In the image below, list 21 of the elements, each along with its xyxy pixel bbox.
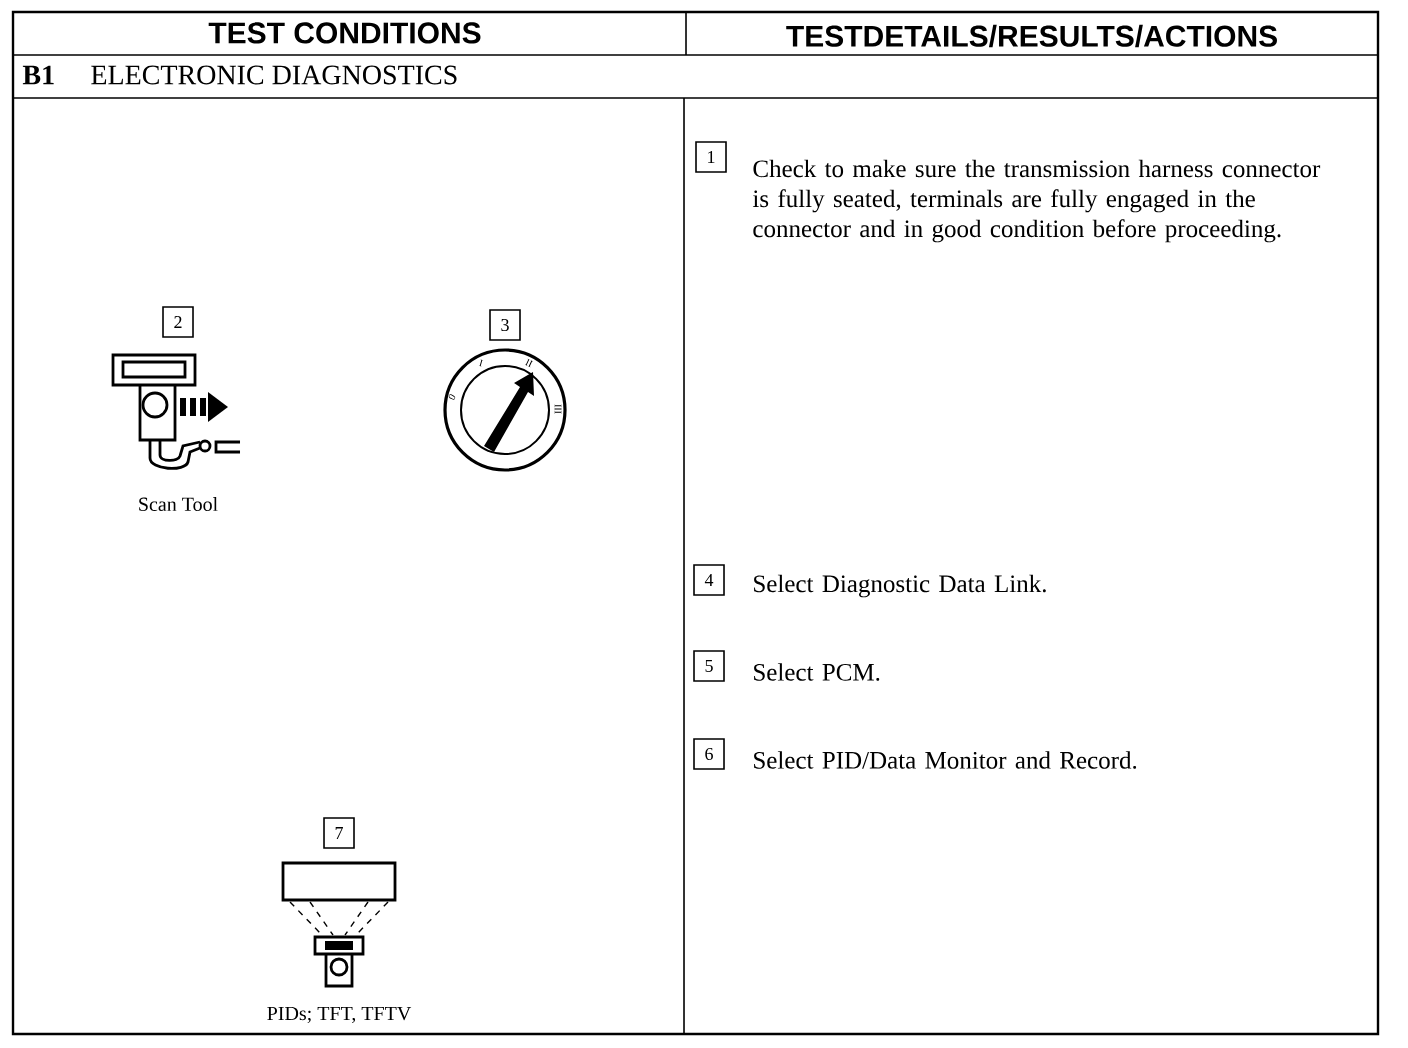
- callout-number: 7: [323, 817, 355, 849]
- step-text: Check to make sure the transmission harness connector is fully seated, terminals are fully engaged in the connector and in good condition before proceeding.: [752, 159, 1321, 243]
- step-text: Select PCM.: [754, 663, 880, 681]
- step-text: Select Diagnostic Data Link.: [754, 574, 1046, 598]
- section-number: B1: [22, 65, 54, 85]
- callout-number: 5: [693, 650, 725, 682]
- section-title: ELECTRONIC DIAGNOSTICS: [91, 65, 457, 85]
- callout-number: 4: [693, 564, 725, 596]
- column-header: TESTDETAILS/RESULTS/ACTIONS: [786, 24, 1277, 48]
- switch-position: III: [554, 404, 562, 414]
- switch-position: 0: [448, 394, 456, 400]
- caption: Scan Tool: [139, 496, 218, 512]
- callout-number: 1: [695, 141, 727, 173]
- callout-number: 3: [489, 309, 521, 341]
- callout-number: 2: [162, 306, 194, 338]
- switch-position: II: [524, 358, 534, 368]
- caption: PIDs; TFT, TFTV: [267, 1006, 412, 1024]
- step-text: Select PID/Data Monitor and Record.: [754, 751, 1137, 769]
- switch-position: I: [478, 359, 484, 367]
- column-header: TEST CONDITIONS: [208, 22, 481, 44]
- callout-number: 6: [693, 738, 725, 770]
